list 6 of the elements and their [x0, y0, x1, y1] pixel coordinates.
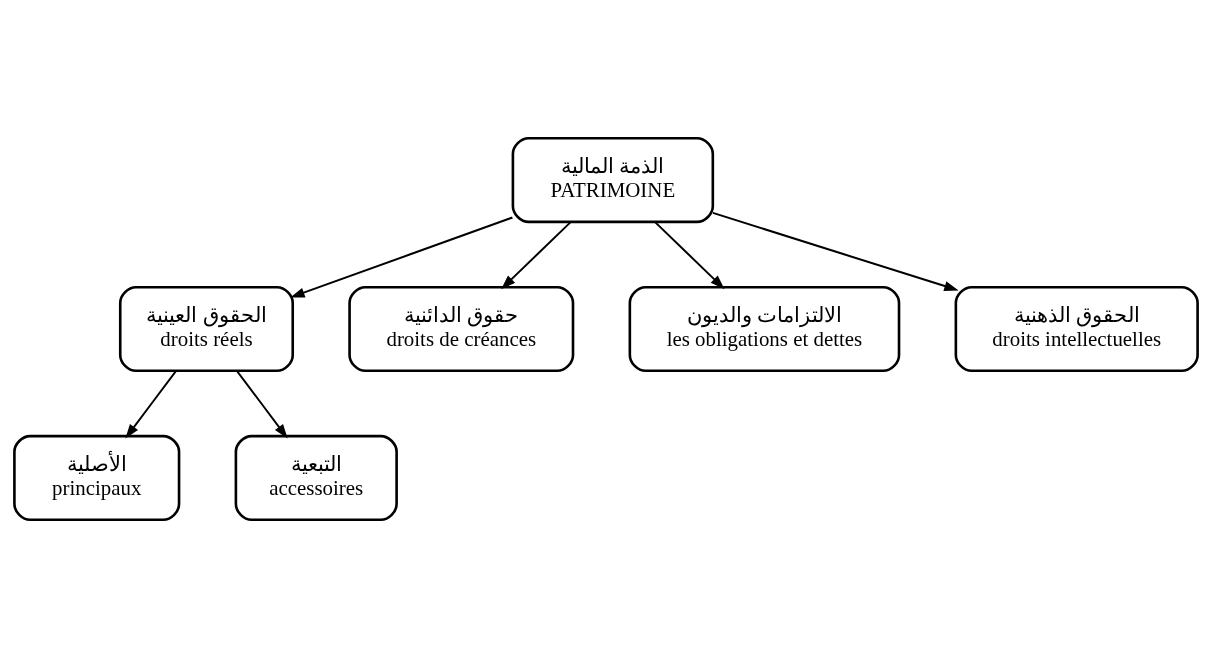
- arrow: [290, 216, 514, 298]
- arrow: [501, 221, 572, 290]
- arrow: [125, 370, 177, 439]
- arrow: [236, 370, 288, 439]
- arrow: [711, 211, 959, 291]
- arrow: [654, 221, 725, 290]
